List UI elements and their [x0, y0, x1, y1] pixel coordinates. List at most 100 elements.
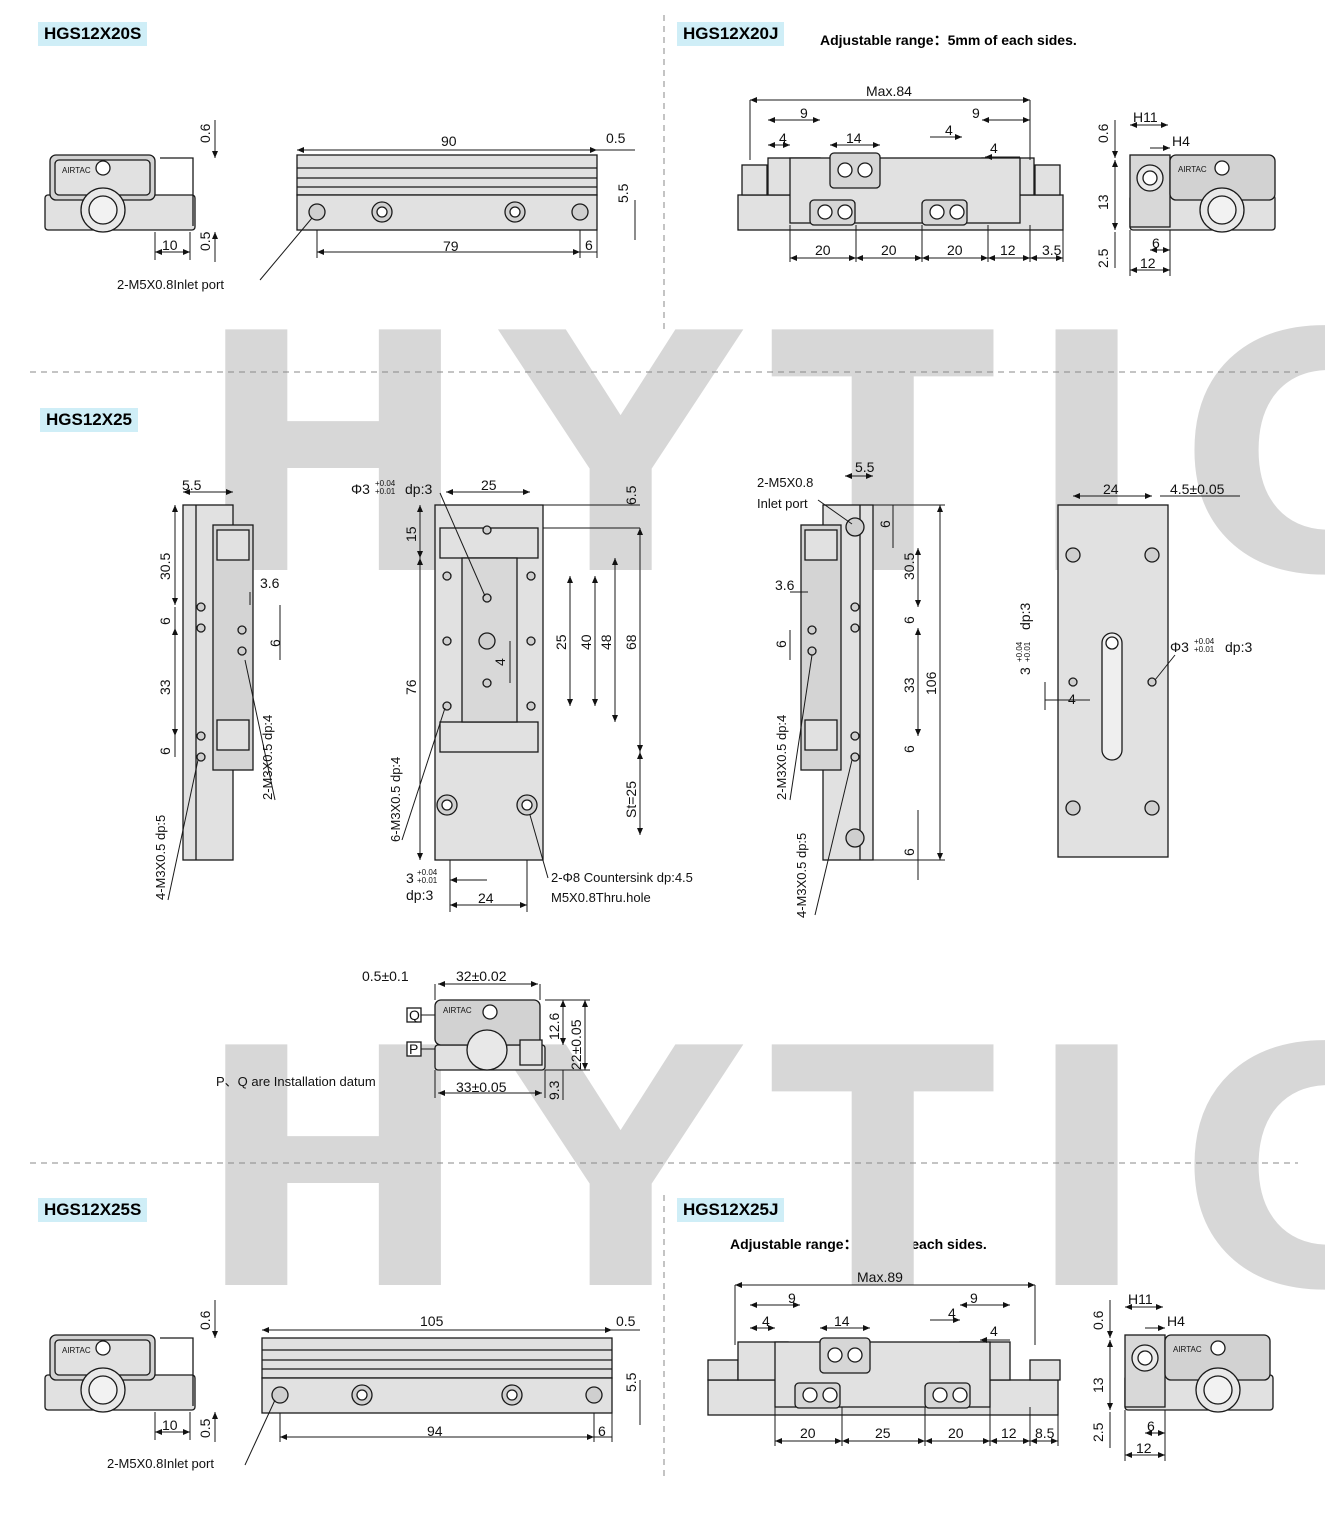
label-inlet-port1-v3: 2-M5X0.8: [757, 475, 813, 490]
label-m3-dp5-v3: 4-M3X0.5 dp:5: [794, 833, 809, 918]
label-dp3-v2b: dp:3: [406, 887, 433, 903]
dim-79: 79: [443, 238, 459, 254]
dim-3.6-v1: 3.6: [260, 575, 280, 591]
inlet-port-label-20s: 2-M5X0.8Inlet port: [117, 277, 224, 292]
dim-94: 94: [427, 1423, 443, 1439]
dim-max84: Max.84: [866, 83, 912, 99]
hgs12x20j-end-dims: [1112, 120, 1171, 276]
dim-3.6-v3: 3.6: [775, 577, 795, 593]
hgs12x25j-end-view: AIRTAC: [1124, 1334, 1274, 1413]
dim-4-v4: 4: [1068, 691, 1076, 707]
dim-6: 6: [585, 237, 593, 253]
dim-6b-v1: 6: [157, 747, 173, 755]
dim-0.5b-25s: 0.5: [197, 1418, 213, 1438]
hgs12x20s-end-dims: [154, 120, 218, 262]
dim-6d-v3: 6: [901, 848, 917, 856]
dim-25-vert: 25: [553, 634, 569, 650]
dim-20-a: 20: [815, 242, 831, 258]
dim-4.5: 4.5±0.05: [1170, 481, 1225, 497]
section-tag-hgs12x20s: HGS12X20S: [38, 22, 148, 46]
dim-4-v2: 4: [492, 658, 508, 666]
dim-9-left: 9: [800, 105, 808, 121]
dim-13: 13: [1095, 194, 1111, 210]
hgs12x25-left-dims: [167, 489, 281, 901]
tol-plus-v2: +0.04: [375, 479, 396, 488]
label-phi3-v2: Φ3: [351, 481, 370, 497]
dim-3.5: 3.5: [1042, 242, 1062, 258]
hgs12x25-bottom-dims: [1044, 493, 1240, 710]
dim-6.5: 6.5: [623, 485, 639, 505]
dim-h4-25j: H4: [1167, 1313, 1185, 1329]
dim-20-b: 20: [881, 242, 897, 258]
dim-5.5-v1: 5.5: [182, 477, 202, 493]
hgs12x20s-side-dims: [259, 147, 636, 281]
dim-h11: H11: [1133, 109, 1158, 125]
hgs12x25j-side-view: [707, 1337, 1061, 1416]
dim-10: 10: [162, 237, 178, 253]
label-thru-hole: M5X0.8Thru.hole: [551, 890, 651, 905]
dim-12-side-25j: 12: [1136, 1440, 1152, 1456]
dim-20-a-25j: 20: [800, 1425, 816, 1441]
label-dp3-v4b: dp:3: [1017, 603, 1033, 630]
dim-12: 12: [1000, 242, 1016, 258]
hgs12x25-end-dims: [421, 981, 590, 1100]
dim-25-25j: 25: [875, 1425, 891, 1441]
dim-22-tol: 22±0.05: [568, 1019, 584, 1070]
inlet-port-label-25s: 2-M5X0.8Inlet port: [107, 1456, 214, 1471]
dim-5.5-v3: 5.5: [855, 459, 875, 475]
dim-0.6-25s: 0.6: [197, 1310, 213, 1330]
tol-plus-v4b: +0.04: [1015, 641, 1024, 662]
dim-4-left: 4: [779, 130, 787, 146]
hgs12x25-top-view: [434, 504, 544, 861]
dim-6-25s: 6: [598, 1423, 606, 1439]
dim-4-right: 4: [990, 140, 998, 156]
dim-12-25j: 12: [1001, 1425, 1017, 1441]
dim-12-j: 12: [1140, 255, 1156, 271]
dim-8.5: 8.5: [1035, 1425, 1055, 1441]
dim-106: 106: [923, 671, 939, 695]
section-separators: [30, 15, 1298, 1480]
label-m3-dp5-v1: 4-M3X0.5 dp:5: [153, 815, 168, 900]
section-tag-hgs12x25s: HGS12X25S: [38, 1198, 148, 1222]
dim-6c-v3: 6: [901, 745, 917, 753]
tol-plus-v4: +0.04: [1194, 637, 1215, 646]
hgs12x25j-side-dims: [734, 1282, 1059, 1446]
dim-0.6-25j: 0.6: [1090, 1310, 1106, 1330]
brand-label: AIRTAC: [62, 166, 91, 175]
dim-6b-v3: 6: [901, 616, 917, 624]
dim-2.5-25j: 2.5: [1090, 1422, 1106, 1442]
dim-h4: H4: [1172, 133, 1190, 149]
dim-15: 15: [403, 526, 419, 542]
dim-4-mid: 4: [945, 122, 953, 138]
dim-6e-v3: 6: [773, 640, 789, 648]
dim-4-left-25j: 4: [762, 1313, 770, 1329]
dim-12.6: 12.6: [546, 1013, 562, 1040]
dim-20-c-25j: 20: [948, 1425, 964, 1441]
dim-stroke-25: St=25: [623, 781, 639, 818]
dim-0.5: 0.5: [606, 130, 626, 146]
hgs12x20s-end-view: AIRTAC: [44, 154, 196, 233]
dim-40: 40: [578, 634, 594, 650]
hgs12x20j-end-view: AIRTAC: [1129, 154, 1276, 233]
dim-105: 105: [420, 1313, 444, 1329]
dim-10-25s: 10: [162, 1417, 178, 1433]
adjust-note-20j: Adjustable range：5mm of each sides.: [820, 32, 1077, 48]
hgs12x25-end-view: AIRTAC: [406, 999, 546, 1071]
label-inlet-port2-v3: Inlet port: [757, 496, 808, 511]
dim-3-v4: 3: [1017, 667, 1033, 675]
tol-minus-v4b: +0.01: [1023, 641, 1032, 662]
hgs12x25s-side-dims: [244, 1327, 641, 1466]
label-6-m3-dp4: 6-M3X0.5 dp:4: [388, 757, 403, 842]
dim-30.5-v3: 30.5: [901, 553, 917, 580]
label-dp3-v4: dp:3: [1225, 639, 1252, 655]
section-tag-hgs12x25: HGS12X25: [40, 408, 138, 432]
hgs12x25s-end-view: AIRTAC: [44, 1334, 196, 1413]
label-dp3-v2: dp:3: [405, 481, 432, 497]
label-m3-dp4-v3: 2-M3X0.5 dp:4: [774, 715, 789, 800]
hgs12x25-right-dims: [789, 473, 945, 916]
label-m3-dp4-v1: 2-M3X0.5 dp:4: [260, 715, 275, 800]
tol-plus-v2b: +0.04: [417, 868, 438, 877]
section-tag-hgs12x25j: HGS12X25J: [677, 1198, 785, 1222]
dim-9-right: 9: [972, 105, 980, 121]
